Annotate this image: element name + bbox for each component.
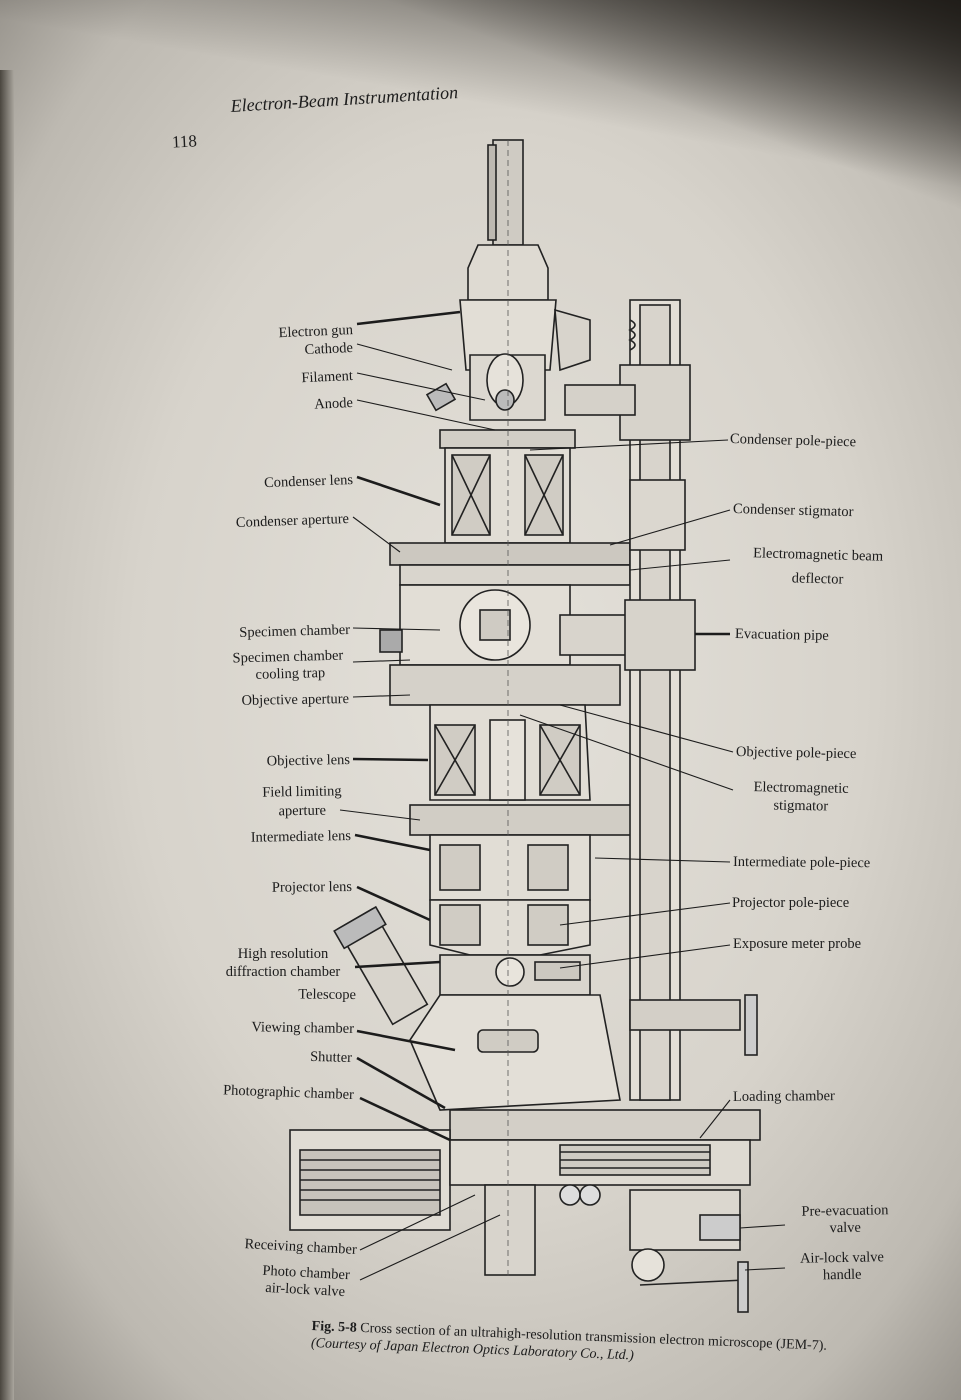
label-specimen-chamber: Specimen chamber: [239, 622, 350, 641]
label-intermediate-pole-piece: Intermediate pole-piece: [733, 854, 870, 871]
label-em-stigmator: Electromagneticstigmator: [753, 779, 849, 815]
label-photographic-chamber: Photographic chamber: [223, 1082, 355, 1103]
right-labels: Condenser pole-piece Condenser stigmator…: [730, 431, 889, 1283]
label-projector-pole-piece: Projector pole-piece: [732, 895, 849, 911]
microscope-drawing: [289, 139, 761, 1313]
label-filament: Filament: [301, 368, 353, 386]
label-exposure-meter-probe: Exposure meter probe: [733, 936, 861, 952]
label-cathode: Cathode: [304, 340, 353, 358]
label-objective-lens: Objective lens: [267, 752, 351, 769]
label-telescope: Telescope: [298, 986, 356, 1003]
label-projector-lens: Projector lens: [272, 879, 353, 896]
figure-number: Fig. 5-8: [311, 1318, 358, 1336]
label-shutter: Shutter: [310, 1049, 352, 1066]
label-anode: Anode: [314, 395, 353, 413]
label-loading-chamber: Loading chamber: [733, 1088, 835, 1105]
label-specimen-cooling-trap: Specimen chambercooling trap: [232, 648, 344, 684]
label-beam-deflector: Electromagnetic beamdeflector: [752, 545, 884, 588]
label-receiving-chamber: Receiving chamber: [244, 1236, 357, 1258]
label-condenser-aperture: Condenser aperture: [236, 511, 350, 531]
label-evacuation-pipe: Evacuation pipe: [735, 626, 829, 644]
label-photo-chamber-valve: Photo chamberair-lock valve: [261, 1263, 350, 1301]
label-condenser-stigmator: Condenser stigmator: [733, 501, 854, 520]
label-air-lock-valve-handle: Air-lock valvehandle: [800, 1249, 884, 1283]
label-viewing-chamber: Viewing chamber: [251, 1019, 354, 1037]
label-intermediate-lens: Intermediate lens: [251, 828, 352, 846]
label-pre-evacuation-valve: Pre-evacuationvalve: [801, 1202, 889, 1237]
label-objective-pole-piece: Objective pole-piece: [736, 744, 857, 762]
label-condenser-lens: Condenser lens: [264, 472, 354, 491]
label-objective-aperture: Objective aperture: [241, 691, 349, 709]
label-condenser-pole-piece: Condenser pole-piece: [730, 431, 856, 450]
label-field-limiting-aperture: Field limitingaperture: [262, 783, 342, 819]
label-electron-gun: Electron gun: [278, 322, 354, 341]
